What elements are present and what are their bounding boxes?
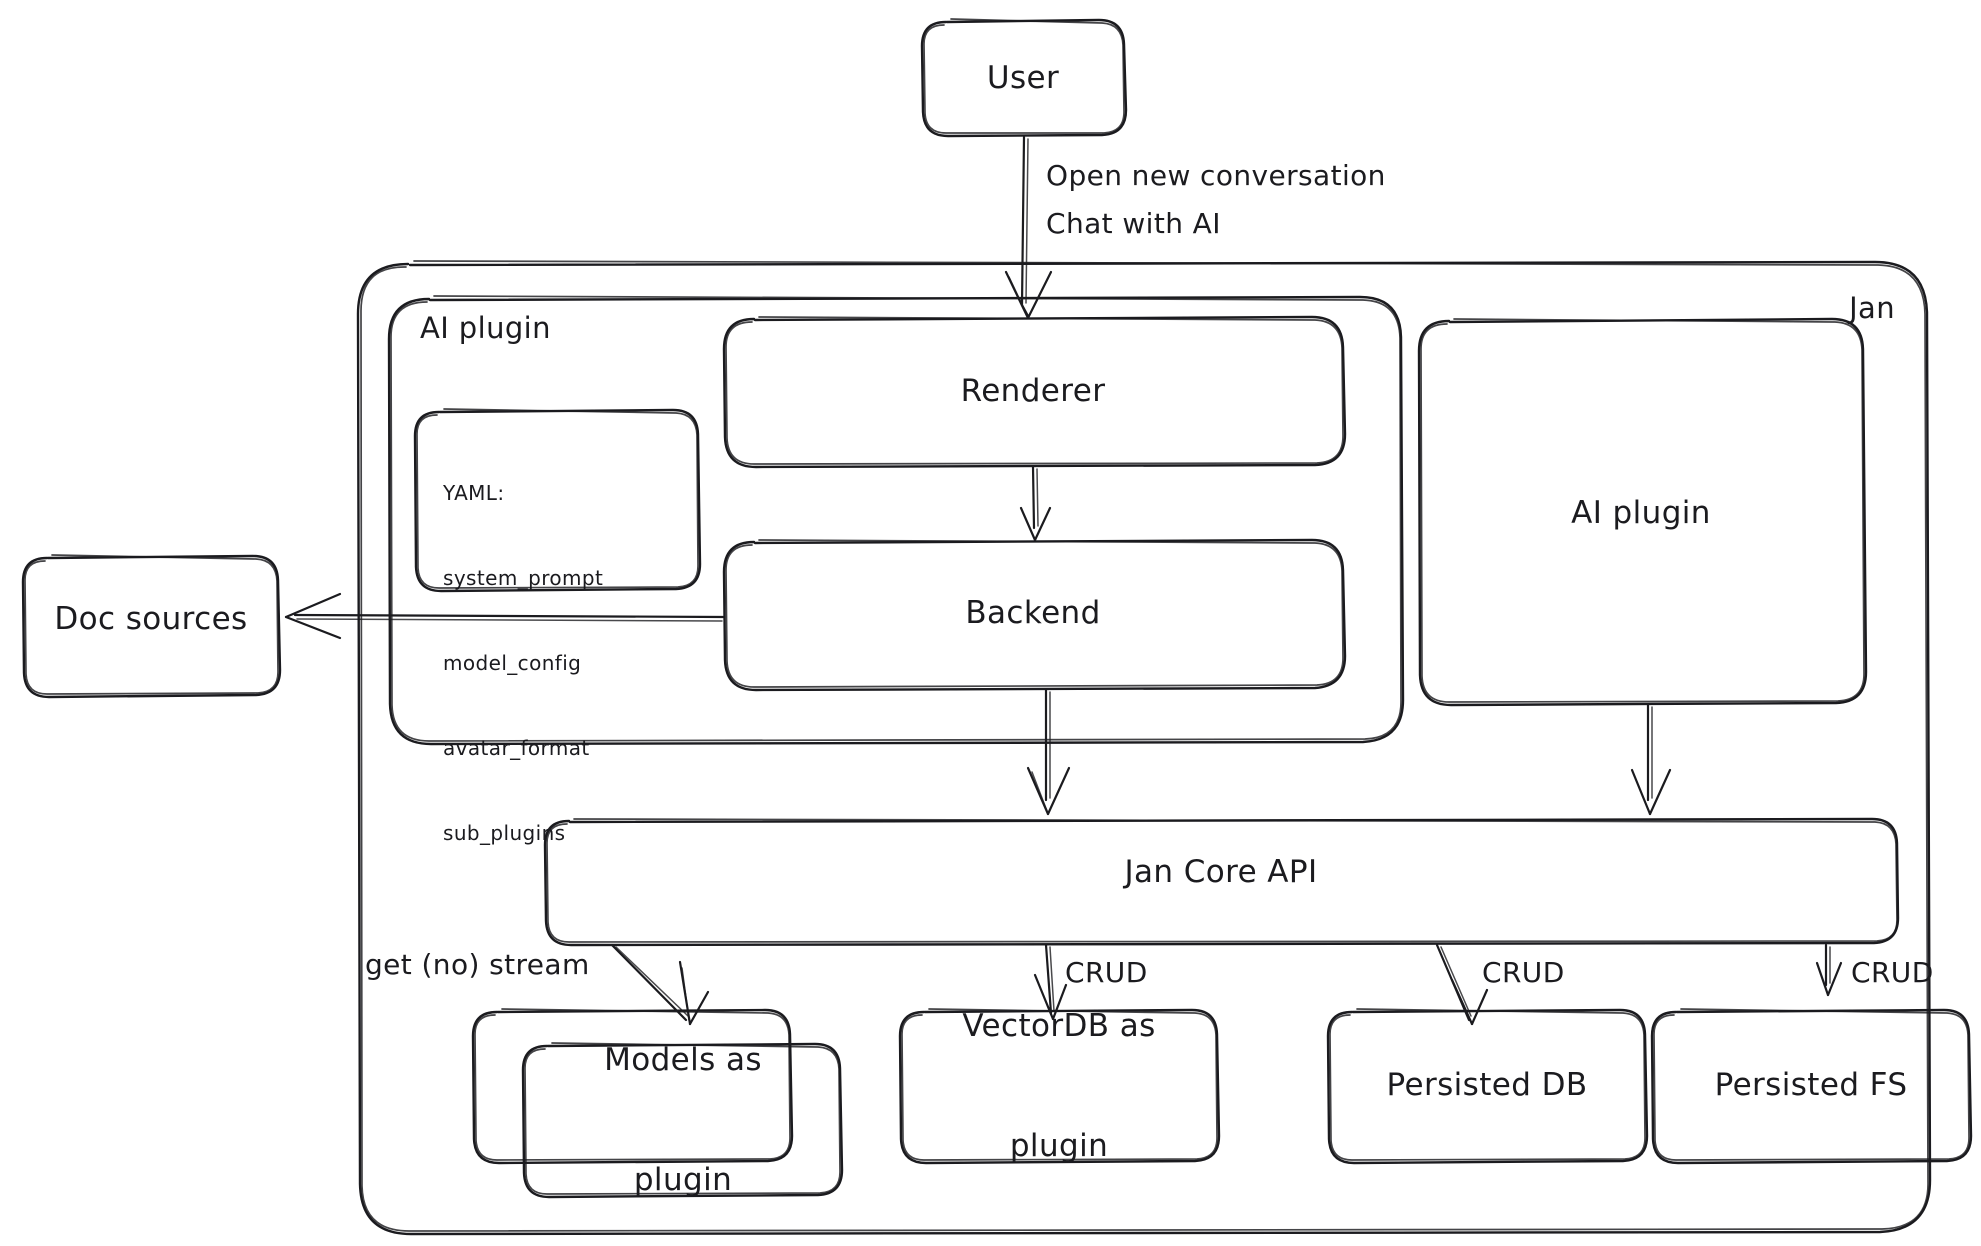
node-doc-sources[interactable]	[23, 555, 280, 697]
node-persisted-fs[interactable]	[1652, 1009, 1971, 1163]
node-jan-core-api[interactable]	[545, 819, 1898, 945]
node-vectordb-as-plugin-border	[898, 1008, 1221, 1165]
node-vectordb-as-plugin[interactable]	[900, 1009, 1219, 1163]
node-jan-core-api-border	[543, 817, 1900, 947]
node-persisted-fs-border	[1650, 1008, 1973, 1165]
edge-user-to-renderer	[1004, 135, 1053, 320]
node-persisted-db[interactable]	[1328, 1009, 1647, 1163]
node-yaml-note-border	[413, 408, 702, 593]
edge-core-to-models	[610, 943, 710, 1026]
node-renderer-border	[722, 315, 1347, 469]
node-persisted-db-border	[1326, 1008, 1649, 1165]
group-ai-plugin-border	[387, 295, 1405, 746]
node-ai-plugin-border	[1417, 317, 1868, 707]
node-yaml-note[interactable]	[415, 409, 700, 591]
edge-core-to-persisted-db	[1435, 943, 1489, 1026]
edge-core-to-vectordb	[1033, 943, 1068, 1021]
node-models-as-plugin-border	[471, 1008, 844, 1199]
edge-renderer-to-backend	[1019, 465, 1052, 542]
edge-backend-to-doc-sources	[284, 592, 726, 640]
edge-core-to-persisted-fs	[1815, 943, 1843, 997]
node-backend[interactable]	[724, 540, 1345, 690]
node-renderer[interactable]	[724, 317, 1345, 467]
node-models-as-plugin[interactable]	[473, 1009, 842, 1197]
node-user[interactable]	[922, 19, 1126, 137]
node-ai-plugin[interactable]	[1419, 319, 1866, 705]
node-backend-border	[722, 538, 1347, 692]
node-user-border	[920, 18, 1128, 138]
edge-ai-plugin-to-core	[1630, 703, 1672, 816]
node-doc-sources-border	[21, 554, 282, 699]
edge-backend-to-core	[1026, 688, 1071, 816]
group-jan-border	[356, 260, 1932, 1236]
